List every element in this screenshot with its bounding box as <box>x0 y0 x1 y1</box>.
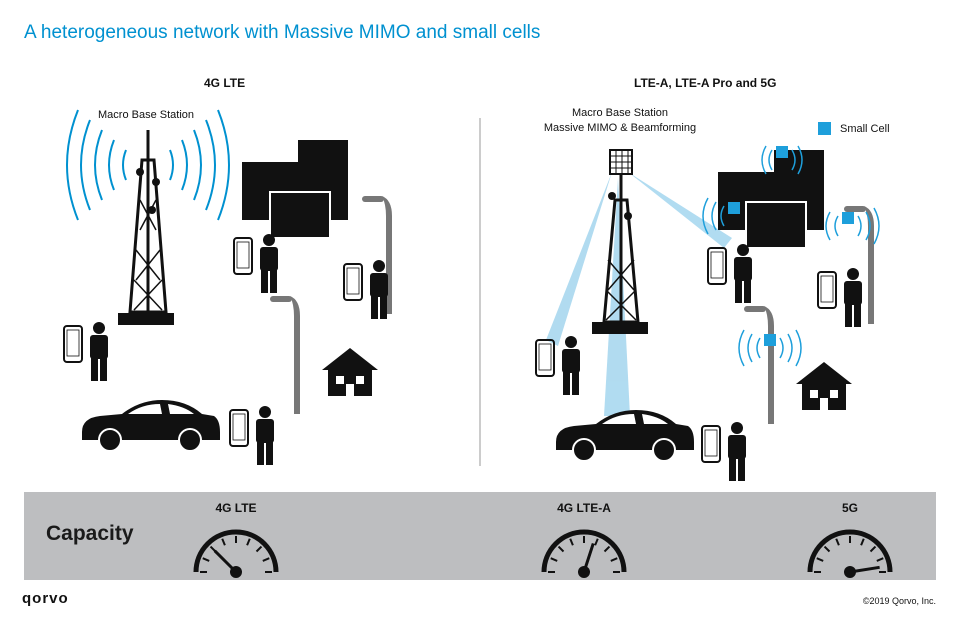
left-macro-tower <box>118 130 174 325</box>
gauge-tick <box>823 545 831 553</box>
gauge-4g-lte <box>193 529 279 578</box>
capacity-label: Capacity <box>46 522 134 545</box>
page-title: A heterogeneous network with Massive MIM… <box>24 22 541 43</box>
right-section-heading: LTE-A, LTE-A Pro and 5G <box>634 76 777 90</box>
right-buildings <box>717 149 825 249</box>
small-cell-legend-label: Small Cell <box>840 123 890 135</box>
gauge-tick <box>816 557 824 562</box>
gauge-label-4g-lte: 4G LTE <box>215 501 257 515</box>
gauge-tick <box>246 538 251 546</box>
right-user-4 <box>701 421 747 482</box>
small-cell-nodes <box>728 146 854 346</box>
gauge-dial <box>807 529 893 573</box>
left-user-2 <box>343 259 389 320</box>
left-tower-label: Macro Base Station <box>98 109 194 121</box>
gauge-hub <box>230 566 242 578</box>
left-user-4 <box>229 405 275 466</box>
gauge-tick <box>209 545 217 553</box>
left-user-1 <box>233 233 279 294</box>
right-macro-tower <box>592 149 648 334</box>
gauge-tick <box>569 538 574 546</box>
gauge-tick <box>550 557 558 562</box>
gauge-tick <box>262 557 270 562</box>
right-street-lamp-2 <box>744 306 774 424</box>
gauge-tick <box>557 545 565 553</box>
gauge-tick <box>869 545 877 553</box>
left-user-3 <box>63 321 109 382</box>
left-car <box>81 399 221 452</box>
left-section-heading: 4G LTE <box>204 76 246 90</box>
gauge-tick <box>603 545 611 553</box>
gauge-hub <box>844 566 856 578</box>
left-street-lamp-2 <box>270 296 300 414</box>
right-tower-label-1: Macro Base Station <box>572 107 668 119</box>
gauge-tick <box>221 538 226 546</box>
gauge-hub <box>578 566 590 578</box>
gauge-tick <box>255 545 263 553</box>
gauge-label-4g-lte-a: 4G LTE-A <box>557 501 611 515</box>
capacity-panel: Capacity 4G LTE 4G LTE-A 5G <box>24 492 936 580</box>
gauge-4g-lte-a <box>541 529 627 578</box>
gauge-tick <box>202 557 210 562</box>
gauge-tick <box>876 557 884 562</box>
gauge-tick <box>610 557 618 562</box>
right-tower-label-2: Massive MIMO & Beamforming <box>543 122 697 134</box>
gauge-5g <box>807 529 893 578</box>
left-buildings <box>241 139 349 239</box>
right-car <box>555 409 695 462</box>
right-user-2 <box>817 267 863 328</box>
small-cell-waves <box>702 145 880 367</box>
copyright-text: ©2019 Qorvo, Inc. <box>862 596 936 606</box>
right-house <box>796 362 852 410</box>
right-user-1 <box>707 243 753 304</box>
gauge-tick <box>594 538 599 546</box>
left-house <box>322 348 378 396</box>
gauge-label-5g: 5G <box>841 501 859 515</box>
qorvo-logo: qorvo <box>22 590 69 607</box>
gauge-dial <box>541 529 627 573</box>
small-cell-legend-swatch <box>818 122 831 135</box>
gauge-tick <box>835 538 840 546</box>
left-radio-waves <box>66 109 230 221</box>
network-illustration <box>63 109 880 482</box>
gauge-dial <box>193 529 279 573</box>
gauge-tick <box>860 538 865 546</box>
